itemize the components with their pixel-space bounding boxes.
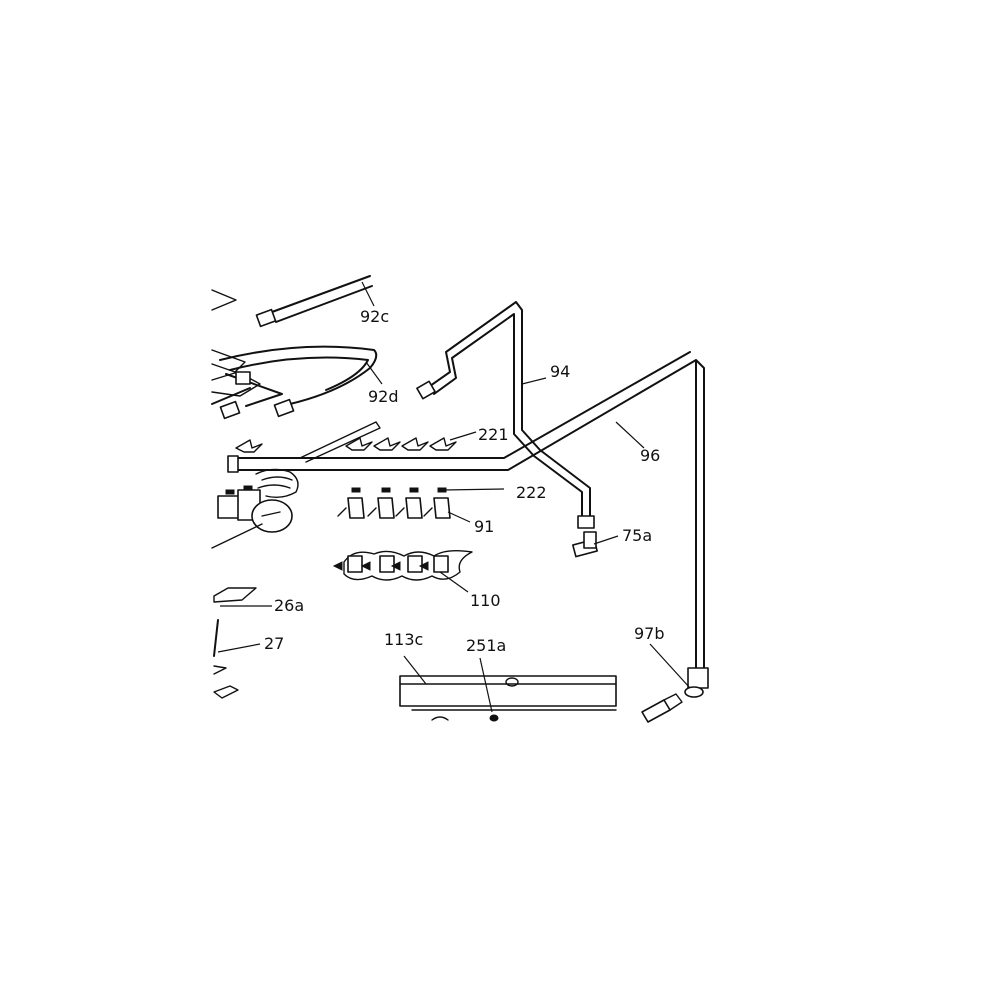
label-221: 221 <box>478 425 509 444</box>
brackets-221 <box>235 421 477 463</box>
burner-heads-110 <box>332 549 473 593</box>
label-113c: 113c <box>384 630 423 649</box>
fitting-97b <box>641 643 704 723</box>
thermostat-valve-assembly <box>211 468 299 549</box>
label-92d: 92d <box>368 387 399 406</box>
label-110: 110 <box>470 591 501 610</box>
label-26a: 26a <box>274 596 304 615</box>
label-27: 27 <box>264 634 284 653</box>
elbow-75a <box>572 531 619 558</box>
bracket-26a <box>213 587 272 607</box>
label-251a: 251a <box>466 636 506 655</box>
tube-92d <box>211 345 383 420</box>
callout-labels: 92c 92d 94 221 96 222 91 75a 110 26a 27 … <box>264 307 665 655</box>
tube-94 <box>416 301 595 529</box>
pin-27 <box>213 619 261 699</box>
valves-91 <box>337 487 505 523</box>
label-97b: 97b <box>634 624 665 643</box>
tube-92c <box>255 275 375 328</box>
label-96: 96 <box>640 446 660 465</box>
label-91: 91 <box>474 517 494 536</box>
label-75a: 75a <box>622 526 652 545</box>
label-94: 94 <box>550 362 570 381</box>
housing-113c <box>399 655 617 721</box>
label-92c: 92c <box>360 307 389 326</box>
screw-251a <box>479 657 499 722</box>
label-222: 222 <box>516 483 547 502</box>
